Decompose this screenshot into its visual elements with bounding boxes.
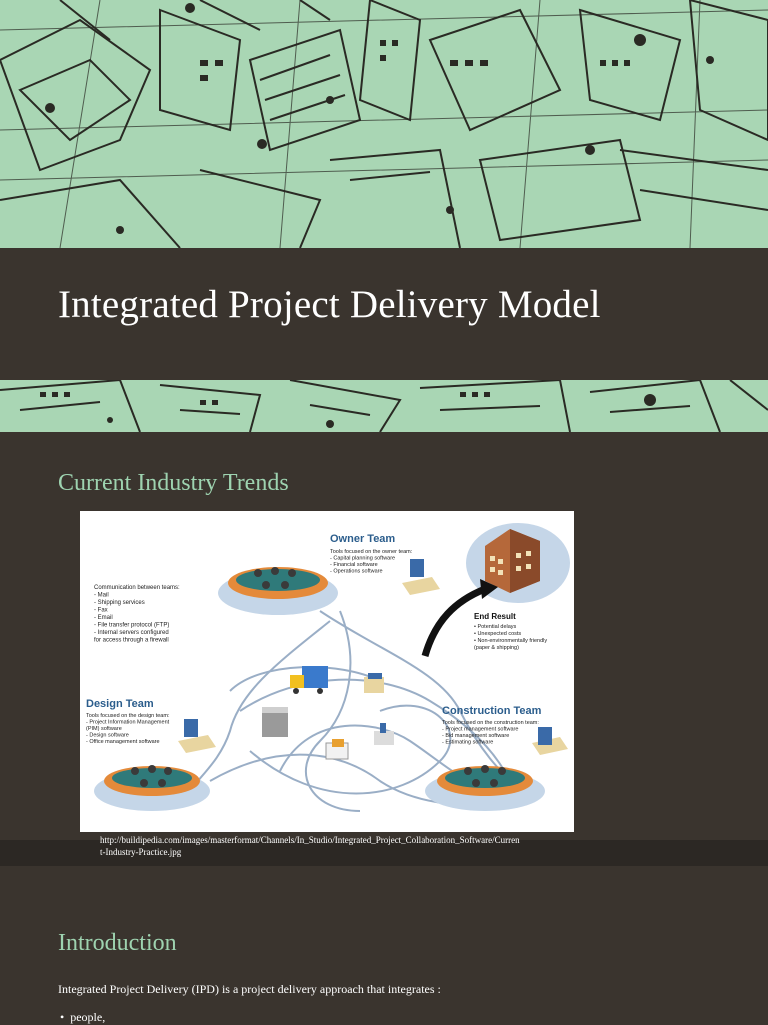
figure-text-line: - Email — [94, 615, 113, 621]
industry-practice-figure: Owner Team Tools focused on the owner te… — [80, 511, 574, 832]
figure-text-line: - Operations software — [330, 569, 383, 575]
owner-team-title: Owner Team — [330, 533, 395, 545]
figure-text-line: (paper & shipping) — [474, 645, 519, 651]
title-bar: Integrated Project Delivery Model — [0, 248, 768, 380]
figure-text-line: (PIM) software — [86, 726, 122, 732]
figure-text-line: - Capital planning software — [330, 556, 395, 562]
section-heading-introduction: Introduction — [58, 930, 177, 956]
caption-strip — [0, 840, 768, 866]
cityscape-strip — [0, 380, 768, 432]
page-title: Integrated Project Delivery Model — [58, 283, 601, 326]
divider-cityscape-image — [0, 380, 768, 432]
figure-text-line: - Project Information Management — [86, 720, 170, 726]
intro-paragraph: Integrated Project Delivery (IPD) is a p… — [58, 982, 441, 996]
bullet-text: people, — [70, 1010, 106, 1024]
figure-text-line: • Unexpected costs — [474, 631, 521, 637]
construction-team-title: Construction Team — [442, 705, 542, 717]
end-result-title: End Result — [474, 612, 516, 621]
figure-text-line: - Mail — [94, 593, 109, 599]
figure-text-line: • Non-environmentally friendly — [474, 638, 547, 644]
bullet-symbol: • — [60, 1010, 65, 1024]
figure-text-line: - Financial software — [330, 562, 378, 568]
figure-text-line: Communication between teams: — [94, 585, 180, 591]
figure-text-line: - Fax — [94, 608, 108, 614]
figure-text-line: - File transfer protocol (FTP) — [94, 623, 169, 629]
design-team-title: Design Team — [86, 698, 154, 710]
figure-text-line: - Internal servers configured — [94, 630, 169, 636]
figure-text-line: - Estimating software — [442, 740, 493, 746]
figure-text-line: Tools focused on the construction team: — [442, 720, 539, 726]
figure-text-line: Tools focused on the design team: — [86, 713, 170, 719]
figure-text-line: - Office management software — [86, 739, 160, 745]
figure-text-line: - Shipping services — [94, 600, 145, 606]
construction-tools-list: Tools focused on the construction team:-… — [442, 720, 539, 746]
figure-text-line: - Bid management software — [442, 733, 509, 739]
communication-list: Communication between teams: - Mail- Ship… — [94, 585, 180, 644]
figure-text-line: • Potential delays — [474, 624, 517, 630]
header-cityscape-image — [0, 0, 768, 248]
owner-tools-list: Tools focused on the owner team:- Capita… — [330, 549, 413, 575]
figure-text-line: for access through a firewall — [94, 638, 169, 644]
design-tools-list: Tools focused on the design team:- Proje… — [86, 713, 170, 745]
figure-text-line: - Project management software — [442, 727, 518, 733]
section-heading-trends: Current Industry Trends — [58, 470, 289, 496]
content-area: Current Industry Trends — [0, 432, 768, 1024]
image-source-link[interactable]: http://buildipedia.com/images/masterform… — [100, 835, 520, 857]
figure-text-line: Tools focused on the owner team: — [330, 549, 413, 555]
cityscape-sketch — [0, 0, 768, 248]
figure-text-line: - Design software — [86, 733, 129, 739]
figure-diagram: Owner Team Tools focused on the owner te… — [86, 523, 570, 812]
list-item: • people, — [60, 1010, 105, 1025]
end-result-list: • Potential delays• Unexpected costs• No… — [474, 624, 547, 651]
